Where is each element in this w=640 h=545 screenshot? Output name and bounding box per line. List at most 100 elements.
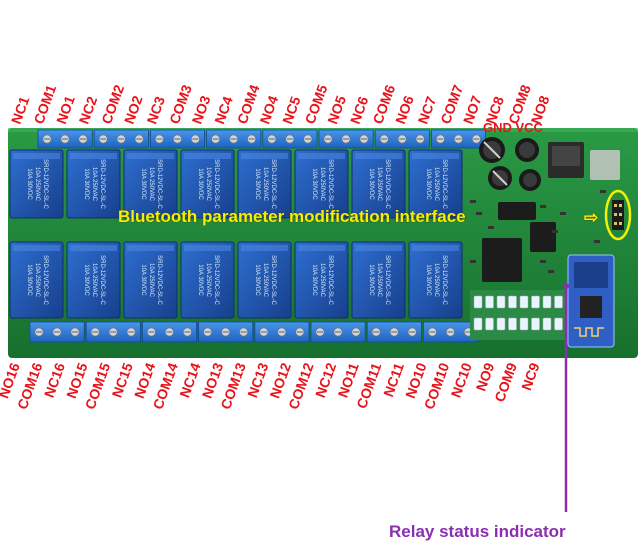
terminal-label: NO3 [189, 93, 214, 126]
terminal-block-top [37, 129, 93, 149]
status-led [508, 295, 517, 309]
terminal-block-top [262, 129, 318, 149]
bluetooth-interface-highlight [604, 189, 632, 241]
terminal-label: NO7 [460, 93, 485, 126]
terminal-block-bottom [198, 321, 254, 343]
svg-text:SRD-12VDC-SL-C: SRD-12VDC-SL-C [441, 255, 447, 305]
status-led [554, 295, 563, 309]
capacitor-3 [488, 166, 512, 190]
status-led [496, 317, 506, 331]
svg-text:10A 30VDC: 10A 30VDC [368, 168, 374, 200]
terminal-label: NC4 [211, 94, 236, 126]
svg-text:10A 250VAC: 10A 250VAC [376, 263, 382, 298]
ic-chip-3 [498, 202, 536, 220]
terminal-block-top [318, 129, 374, 149]
capacitor-4 [519, 169, 541, 191]
bluetooth-callout-arrow: ⇨ [584, 208, 598, 227]
status-led [531, 295, 540, 309]
relay-status-leds [470, 290, 566, 340]
ic-chip-1 [482, 238, 522, 282]
bluetooth-header-pins [612, 200, 624, 230]
svg-text:10A 250VAC: 10A 250VAC [205, 263, 211, 298]
smd-part [488, 226, 494, 229]
status-led [554, 317, 563, 331]
status-led [485, 317, 494, 331]
smd-part [470, 260, 476, 263]
terminal-label: NO6 [392, 93, 417, 126]
svg-text:SRD-12VDC-SL-C: SRD-12VDC-SL-C [99, 255, 105, 305]
terminal-block-top [374, 129, 430, 149]
smd-part [470, 200, 476, 203]
ic-chip-2 [530, 222, 556, 252]
svg-text:10A 250VAC: 10A 250VAC [91, 263, 97, 298]
terminal-block-bottom [310, 321, 366, 343]
bottom-terminal-block [29, 321, 478, 343]
terminal-label: NC3 [143, 94, 168, 126]
capacitor-1 [479, 137, 505, 163]
svg-text:10A 250VAC: 10A 250VAC [34, 263, 40, 298]
smd-part [560, 212, 566, 215]
svg-text:10A 250VAC: 10A 250VAC [148, 167, 154, 202]
terminal-block-top [149, 129, 205, 149]
bottom-terminal-labels: NO16COM16NC16NO15COM15NC15NO14COM14NC14N… [0, 360, 543, 411]
svg-text:SRD-12VDC-SL-C: SRD-12VDC-SL-C [327, 159, 333, 209]
terminal-block-bottom [366, 321, 422, 343]
smd-part [600, 190, 606, 193]
svg-text:10A 30VDC: 10A 30VDC [26, 264, 32, 296]
terminal-label: NC2 [76, 94, 101, 126]
capacitor-2 [515, 138, 539, 162]
svg-text:SRD-12VDC-SL-C: SRD-12VDC-SL-C [441, 159, 447, 209]
svg-text:10A 30VDC: 10A 30VDC [140, 168, 146, 200]
svg-text:10A 250VAC: 10A 250VAC [433, 167, 439, 202]
svg-text:SRD-12VDC-SL-C: SRD-12VDC-SL-C [327, 255, 333, 305]
svg-text:10A 250VAC: 10A 250VAC [262, 263, 268, 298]
status-led [531, 317, 540, 331]
terminal-label: NC9 [518, 360, 543, 392]
terminal-label: NC6 [347, 94, 372, 126]
terminal-block-bottom [85, 321, 141, 343]
status-led [473, 317, 483, 331]
terminal-label: NC1 [8, 94, 33, 126]
svg-text:SRD-12VDC-SL-C: SRD-12VDC-SL-C [384, 255, 390, 305]
terminal-block-bottom [422, 321, 478, 343]
smd-part [540, 260, 546, 263]
terminal-label: NC7 [415, 94, 440, 126]
status-led [542, 295, 552, 309]
svg-text:SRD-12VDC-SL-C: SRD-12VDC-SL-C [270, 255, 276, 305]
status-led [485, 295, 494, 309]
svg-text:SRD-12VDC-SL-C: SRD-12VDC-SL-C [42, 159, 48, 209]
svg-text:10A 250VAC: 10A 250VAC [262, 167, 268, 202]
top-terminal-block [37, 129, 486, 149]
top-terminal-labels: NC1COM1NO1NC2COM2NO2NC3COM3NO3NC4COM4NO4… [8, 82, 553, 126]
terminal-label: NO5 [324, 93, 349, 126]
terminal-block-top [430, 129, 486, 149]
smd-part [548, 270, 554, 273]
svg-text:SRD-12VDC-SL-C: SRD-12VDC-SL-C [213, 255, 219, 305]
status-led [473, 295, 483, 309]
svg-text:10A 30VDC: 10A 30VDC [425, 168, 431, 200]
svg-text:10A 30VDC: 10A 30VDC [254, 168, 260, 200]
svg-text:10A 30VDC: 10A 30VDC [83, 168, 89, 200]
terminal-block-bottom [254, 321, 310, 343]
svg-text:10A 250VAC: 10A 250VAC [91, 167, 97, 202]
svg-text:SRD-12VDC-SL-C: SRD-12VDC-SL-C [42, 255, 48, 305]
svg-text:10A 250VAC: 10A 250VAC [319, 167, 325, 202]
svg-text:10A 30VDC: 10A 30VDC [26, 168, 32, 200]
status-led [496, 295, 506, 309]
relay-status-pointer-dot [563, 283, 569, 289]
